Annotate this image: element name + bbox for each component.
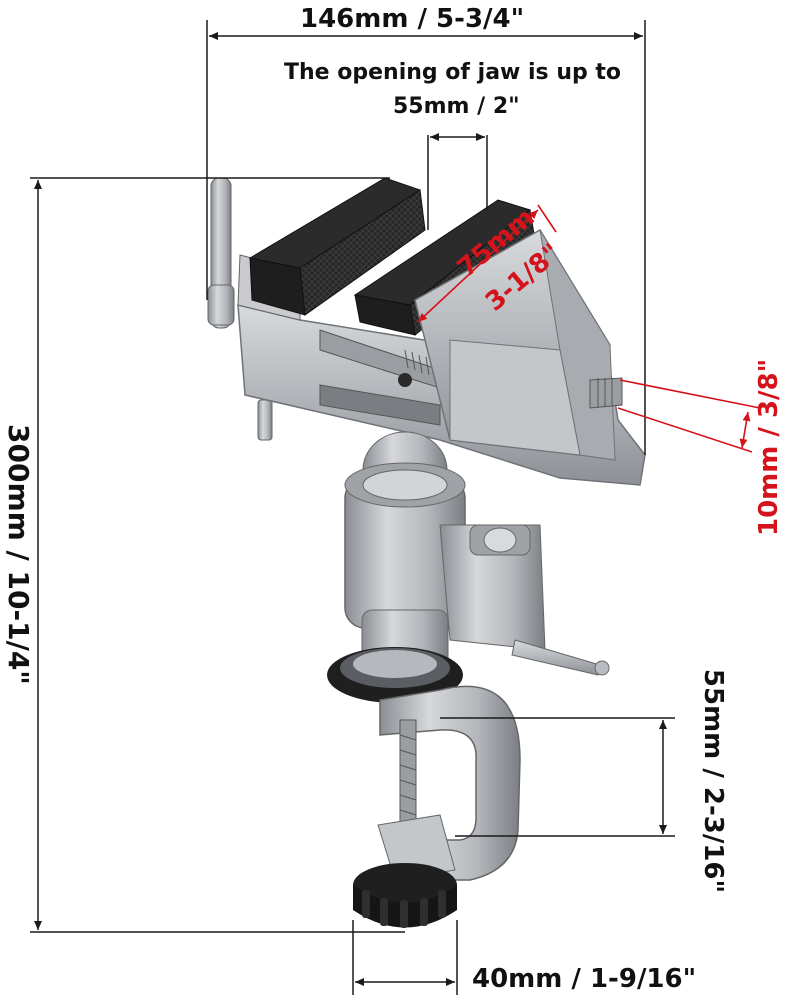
dimension-lines	[30, 20, 675, 995]
jaw-opening-label-line1: The opening of jaw is up to	[284, 60, 622, 85]
jaw-length-arrow	[417, 209, 539, 323]
overall-height-label: 300mm / 10-1/4"	[2, 424, 35, 685]
clamp-opening-label: 55mm / 2-3/16"	[698, 668, 728, 894]
knob-diameter-label: 40mm / 1-9/16"	[472, 964, 697, 994]
jaw-opening-label-line2: 55mm / 2"	[393, 94, 520, 119]
screw-arrow	[739, 411, 751, 449]
red-dimension-lines	[417, 204, 761, 453]
screw-diameter-label: 10mm / 3/8"	[754, 358, 784, 536]
ball-joint-and-clamp	[327, 431, 610, 928]
overall-width-label: 146mm / 5-3/4"	[300, 4, 525, 34]
